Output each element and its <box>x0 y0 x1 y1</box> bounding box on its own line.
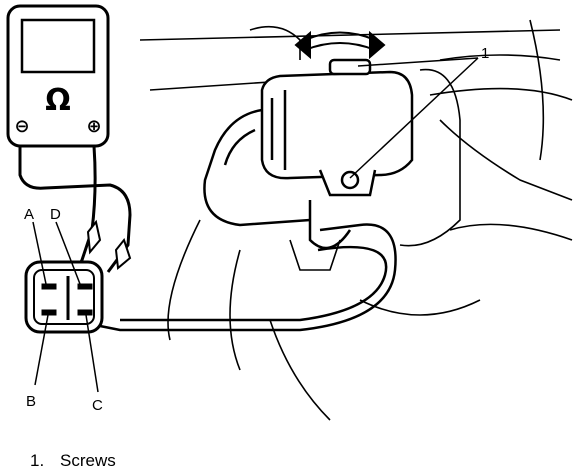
rotation-arrow <box>294 30 386 60</box>
throttle-position-sensor <box>260 58 414 197</box>
figure-caption: 1. Screws <box>30 451 116 471</box>
pin-b <box>41 309 57 316</box>
pin-c <box>77 309 93 316</box>
positive-terminal-icon: ⊕ <box>86 116 101 137</box>
engine-background <box>139 19 573 421</box>
terminal-label-a: A <box>24 206 34 223</box>
ohm-symbol: Ω <box>45 83 71 118</box>
pin-d <box>77 283 93 290</box>
callout-number: 1 <box>481 45 489 62</box>
caption-number: 1. <box>30 451 45 470</box>
pin-a <box>41 283 57 290</box>
terminal-label-d: D <box>50 206 61 223</box>
caption-text: Screws <box>60 451 116 470</box>
negative-terminal-icon: ⊖ <box>14 116 29 137</box>
sensor-connector <box>24 260 104 334</box>
ohmmeter: Ω ⊖ ⊕ <box>6 4 110 148</box>
callout-lines <box>32 57 479 393</box>
probe-leads <box>18 145 132 283</box>
terminal-label-b: B <box>26 393 36 410</box>
terminal-label-c: C <box>92 397 103 414</box>
sensor-harness <box>94 108 397 332</box>
